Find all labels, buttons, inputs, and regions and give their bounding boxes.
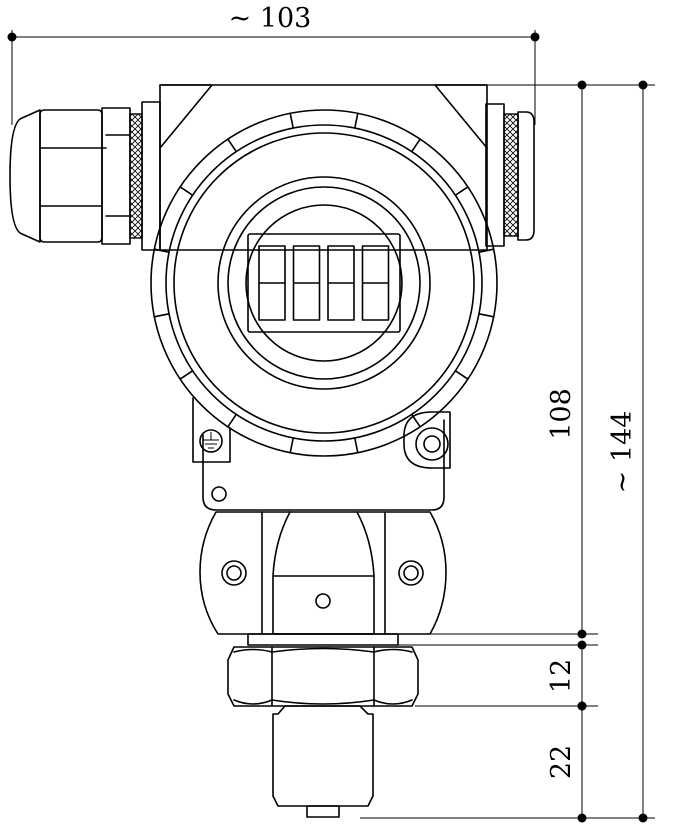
- neck: [199, 511, 447, 646]
- lcd-display: [247, 233, 401, 333]
- dimension-body-height: 108: [546, 80, 587, 639]
- housing: [150, 84, 498, 457]
- ring-notch: [227, 138, 237, 153]
- hex-nut: [227, 646, 419, 707]
- ring-notch: [289, 437, 295, 454]
- lower-body: [192, 397, 451, 511]
- lcd-digit: [258, 245, 286, 321]
- ring-notch: [478, 248, 495, 253]
- ring-notch: [353, 112, 359, 129]
- dimension-thread-height: 22: [546, 701, 587, 823]
- ring-notch: [353, 437, 359, 454]
- ring-notch: [410, 138, 421, 153]
- ring-notch: [153, 312, 170, 318]
- ring-notch: [478, 312, 495, 318]
- dimension-nut-height-label: 12: [546, 659, 577, 693]
- ring-notch: [454, 186, 469, 196]
- ring-notch: [227, 413, 237, 428]
- threaded-connector: [272, 705, 374, 818]
- ring-notch: [179, 186, 194, 196]
- dimension-width-label: ~ 103: [229, 3, 312, 34]
- dimension-extension-lines: [360, 84, 655, 819]
- ring-notch: [153, 248, 170, 253]
- ring-notch: [454, 369, 469, 380]
- ring-notch: [179, 369, 194, 380]
- ring-notch: [289, 112, 295, 129]
- dimension-width: ~ 103: [7, 3, 540, 125]
- dimension-nut-height: 12: [546, 640, 587, 711]
- cable-plug-right: [485, 103, 535, 247]
- cable-gland-left: [9, 101, 161, 251]
- dimension-body-height-label: 108: [546, 388, 577, 440]
- dimension-total-height: ~ 144: [607, 80, 648, 823]
- lcd-digit: [327, 245, 355, 321]
- dimension-thread-height-label: 22: [546, 745, 577, 779]
- ground-icon: [203, 432, 219, 449]
- lcd-digit: [361, 245, 390, 321]
- lcd-digit: [292, 245, 321, 321]
- dimension-total-height-label: ~ 144: [607, 411, 638, 494]
